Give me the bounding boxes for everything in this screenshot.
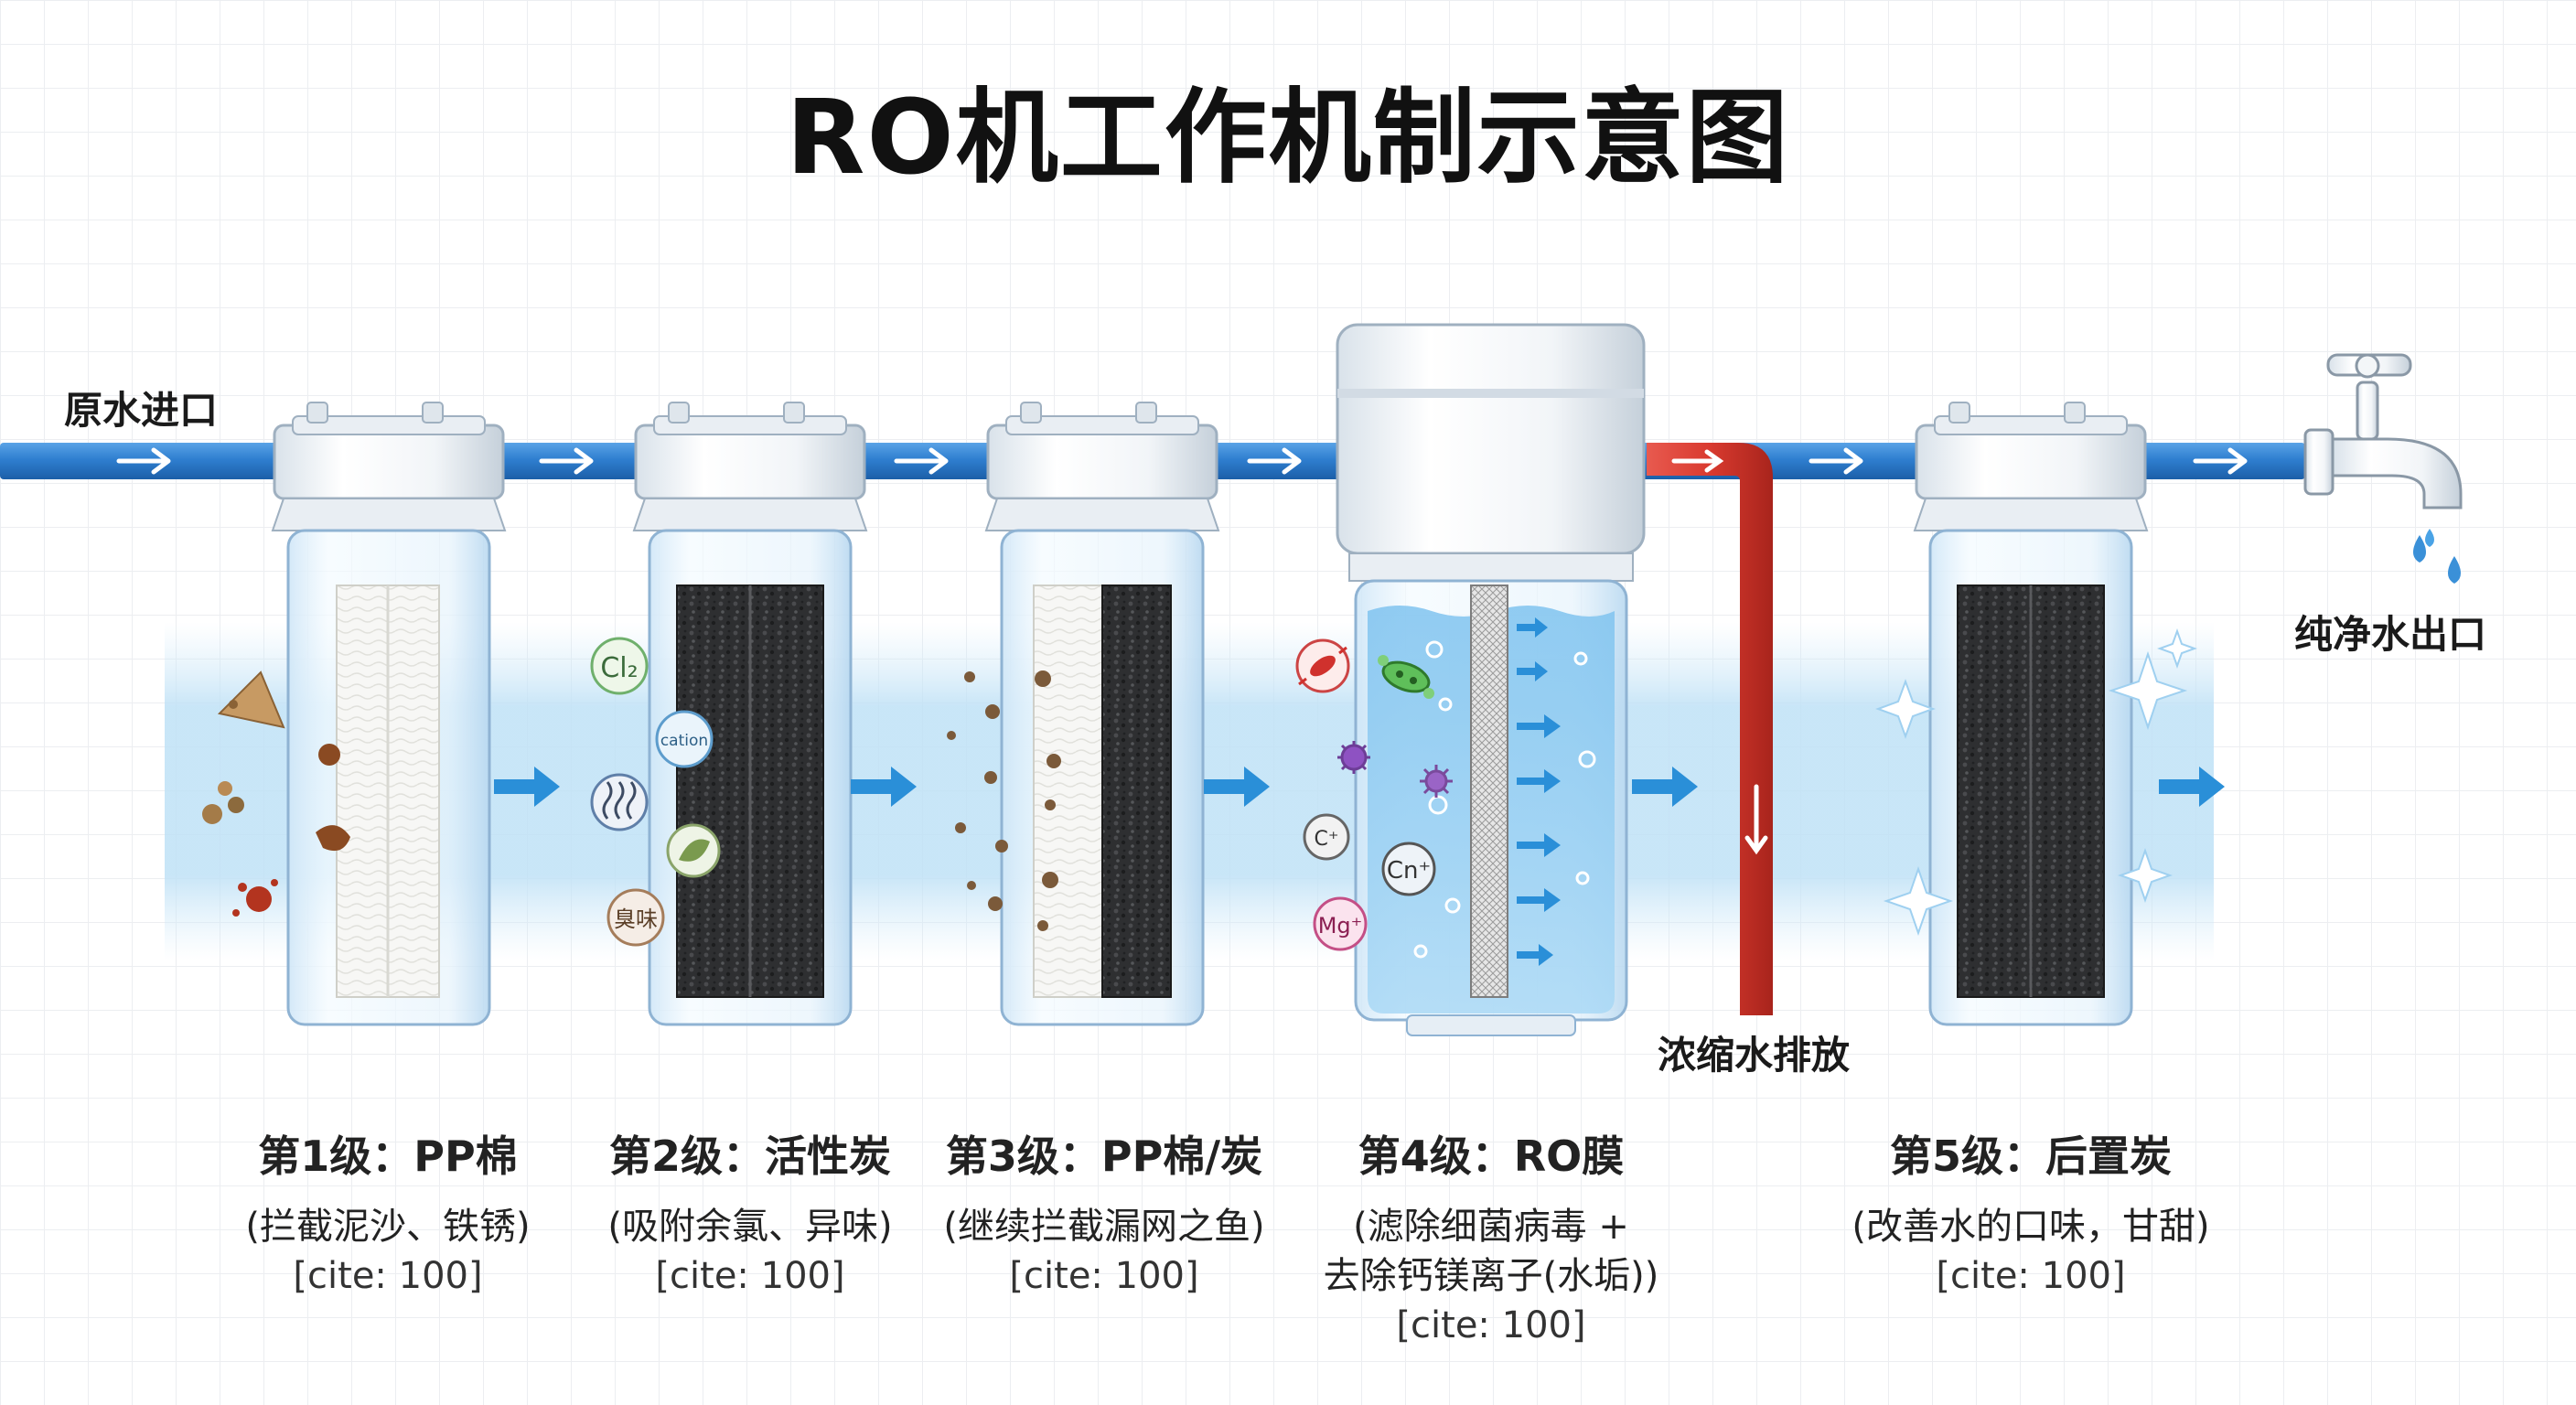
leaf-icon xyxy=(666,823,721,878)
stage-flow-arrows xyxy=(494,767,2225,807)
stage-cite: [cite: 100] xyxy=(1936,1255,2126,1297)
stage-desc: 去除钙镁离子(水垢)) xyxy=(1323,1255,1659,1297)
stage-desc: (拦截泥沙、铁锈) xyxy=(245,1206,531,1248)
stage-1-caption: 第1级：PP棉 (拦截泥沙、铁锈) [cite: 100] xyxy=(168,1123,607,1301)
virus-icon xyxy=(1337,741,1370,774)
cl-label: Cl₂ xyxy=(600,652,638,684)
stage-cite: [cite: 100] xyxy=(1396,1304,1586,1346)
inlet-label: 原水进口 xyxy=(64,388,219,433)
odor-label: 臭味 xyxy=(614,906,658,932)
drain-pipe xyxy=(1647,443,1773,1015)
ro-permeate-arrows xyxy=(1517,617,1561,966)
stage-2-caption: 第2级：活性炭 (吸附余氯、异味) [cite: 100] xyxy=(531,1123,970,1301)
stage-desc: (滤除细菌病毒 + xyxy=(1353,1206,1629,1248)
stage-title: 第3级：PP棉/炭 xyxy=(945,1132,1263,1181)
cn-label: Cn⁺ xyxy=(1387,857,1431,885)
ion-mg-icon: Mg⁺ xyxy=(1313,896,1368,951)
tap-icon xyxy=(2303,353,2463,584)
c-label: C⁺ xyxy=(1315,828,1339,851)
stage-cite: [cite: 100] xyxy=(655,1255,845,1297)
bacteria-green-icon xyxy=(1378,655,1434,699)
page-title: RO机工作机制示意图 xyxy=(786,79,1790,198)
filter-housing-2 xyxy=(632,402,868,1026)
sparkle-icon xyxy=(1875,628,2197,937)
virus-small-icon xyxy=(1420,765,1453,798)
stage-5-caption: 第5级：后置炭 (改善水的口味，甘甜) [cite: 100] xyxy=(1811,1123,2250,1301)
stage-3-caption: 第3级：PP棉/炭 (继续拦截漏网之鱼) [cite: 100] xyxy=(885,1123,1324,1301)
stage-desc: (继续拦截漏网之鱼) xyxy=(943,1206,1265,1248)
filter-housing-3 xyxy=(984,402,1220,1026)
stage-desc: (改善水的口味，甘甜) xyxy=(1852,1206,2210,1248)
stage-title: 第1级：PP棉 xyxy=(258,1132,518,1181)
stage-title: 第4级：RO膜 xyxy=(1358,1132,1625,1181)
sediment-icon xyxy=(202,670,350,917)
filter-housing-5 xyxy=(1913,402,2149,1026)
outlet-label: 纯净水出口 xyxy=(2294,612,2487,657)
filter-housing-1 xyxy=(271,402,507,1026)
odor-wave-icon xyxy=(590,773,649,831)
ion-cn-icon: Cn⁺ xyxy=(1381,842,1436,896)
drain-label: 浓缩水排放 xyxy=(1658,1033,1851,1078)
stage-4-caption: 第4级：RO膜 (滤除细菌病毒 + 去除钙镁离子(水垢)) [cite: 100… xyxy=(1272,1123,1711,1350)
cation-icon: cation xyxy=(655,710,714,768)
ro-bubbles xyxy=(1413,640,1596,959)
stage-cite: [cite: 100] xyxy=(1009,1255,1199,1297)
odor-icon: 臭味 xyxy=(606,888,665,947)
cation-label: cation xyxy=(660,732,708,750)
stage-title: 第5级：后置炭 xyxy=(1889,1132,2172,1181)
bacteria-icon xyxy=(1295,638,1350,693)
stage-cite: [cite: 100] xyxy=(293,1255,483,1297)
chlorine-icon: Cl₂ xyxy=(590,637,649,695)
drain-arrow-right xyxy=(1671,449,1724,473)
filter-housing-4-ro xyxy=(1336,323,1646,1036)
stage-desc: (吸附余氯、异味) xyxy=(607,1206,893,1248)
ion-c-icon: C⁺ xyxy=(1303,813,1350,861)
fine-particles xyxy=(947,670,1061,931)
drain-arrow-down xyxy=(1744,784,1768,855)
pipe-flow-arrows xyxy=(116,447,2248,475)
mg-label: Mg⁺ xyxy=(1318,913,1363,938)
stage-title: 第2级：活性炭 xyxy=(608,1132,891,1181)
